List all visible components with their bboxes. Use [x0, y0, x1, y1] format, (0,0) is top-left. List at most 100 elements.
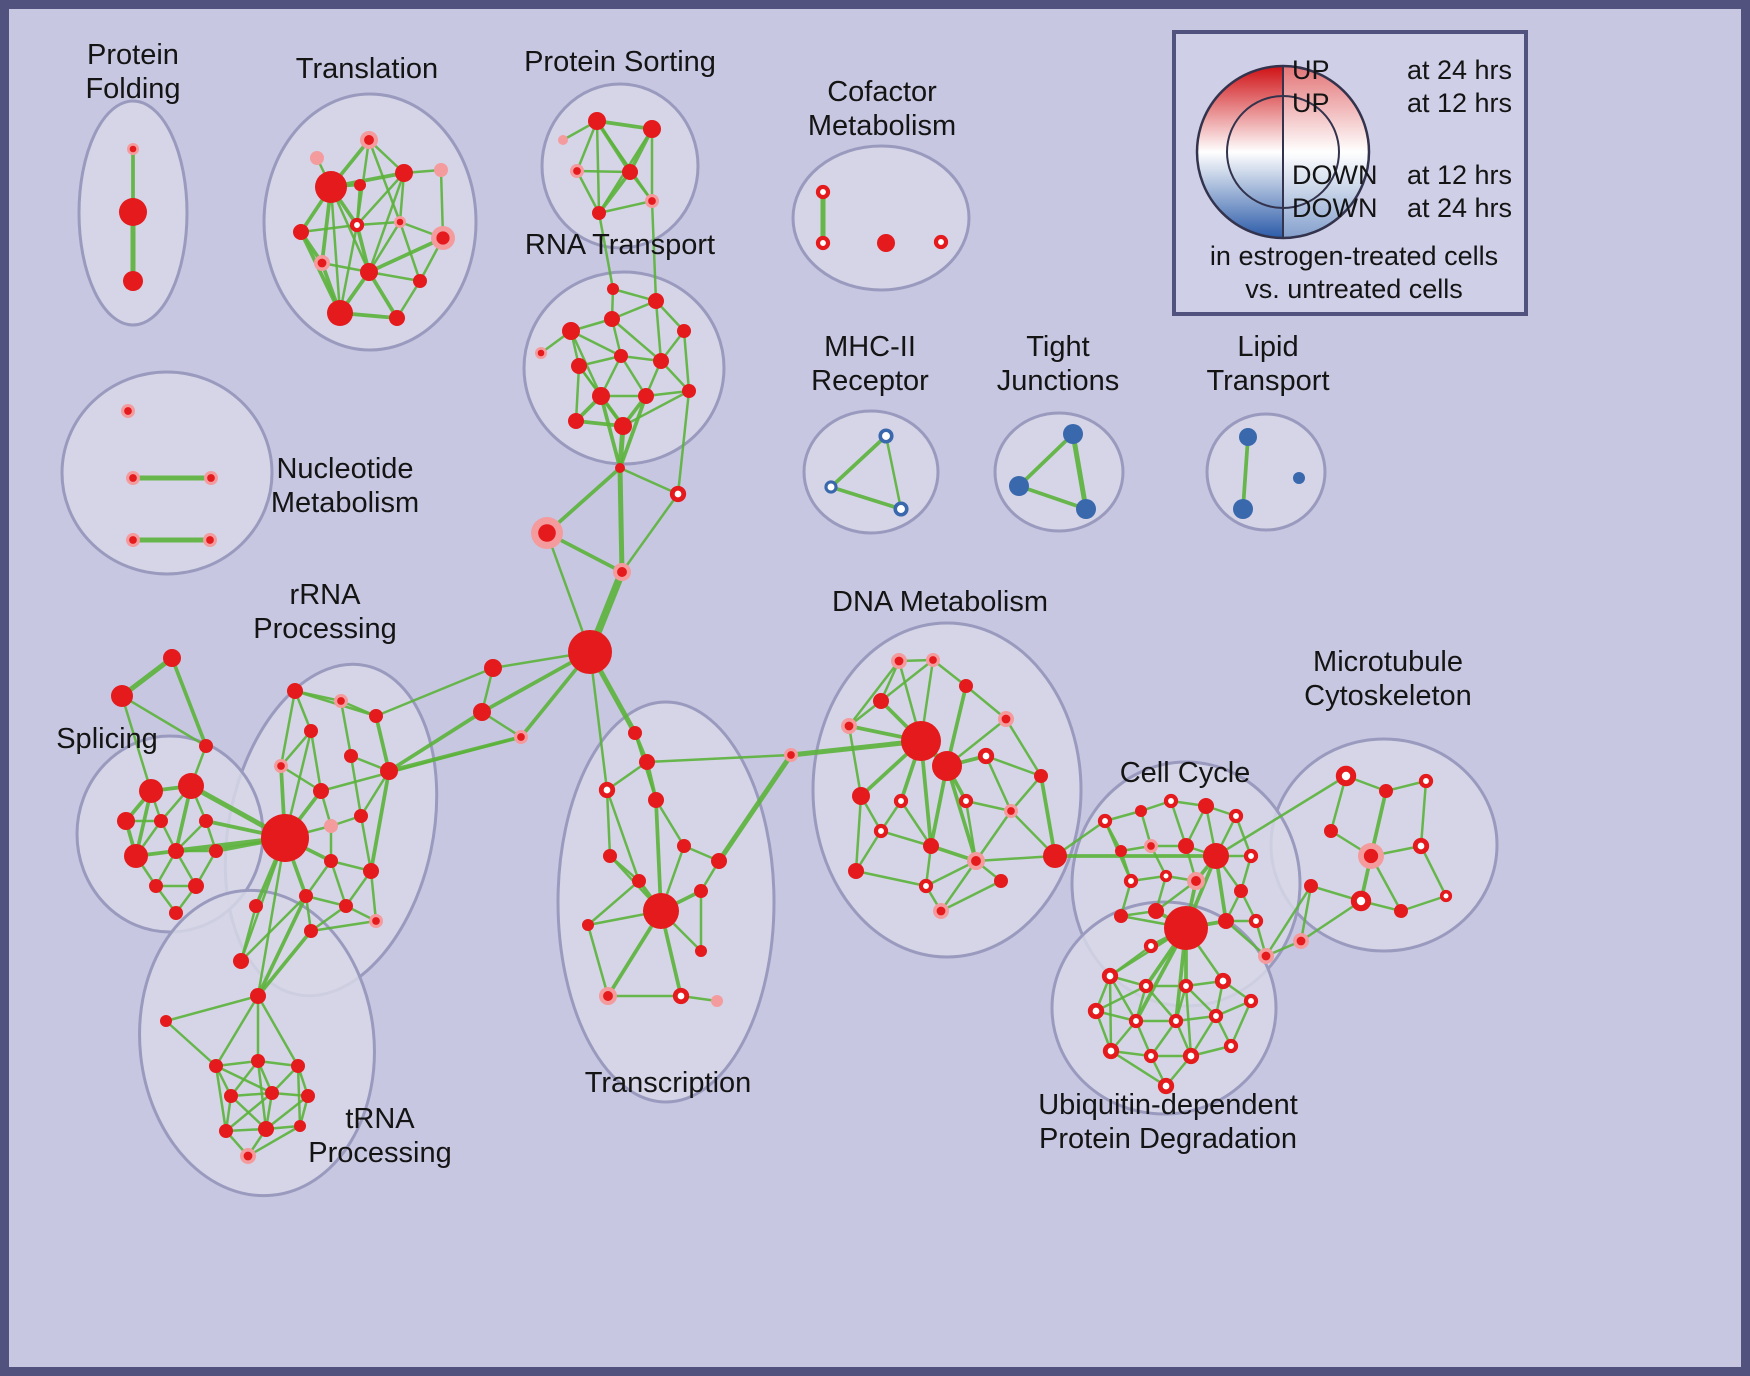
network-edge [620, 492, 680, 574]
network-node [1178, 978, 1194, 994]
network-node [1128, 1013, 1144, 1029]
network-edge [1419, 844, 1448, 898]
network-edge [369, 769, 391, 873]
network-node [1144, 839, 1158, 853]
network-node [431, 226, 455, 250]
network-node [117, 812, 135, 830]
network-node [568, 413, 584, 429]
network-node [354, 179, 366, 191]
network-node [1198, 798, 1214, 814]
network-node [169, 906, 183, 920]
network-node [1143, 1048, 1159, 1064]
network-edge [610, 317, 663, 363]
network-node [1187, 872, 1205, 890]
network-node [568, 630, 612, 674]
network-node [614, 417, 632, 435]
network-node [669, 485, 687, 503]
network-edge [214, 1064, 228, 1133]
network-edge [164, 994, 260, 1023]
network-node [413, 274, 427, 288]
network-node [154, 814, 168, 828]
network-node [562, 322, 580, 340]
network-edge [367, 138, 402, 224]
network-node [274, 759, 288, 773]
legend-down-24-time: at 24 hrs [1406, 193, 1512, 223]
network-node [1350, 890, 1372, 912]
network-node [1004, 804, 1018, 818]
network-node [301, 1089, 315, 1103]
network-edge [939, 859, 978, 913]
network-edge [829, 485, 903, 511]
network-edge [1017, 484, 1088, 511]
network-edge [586, 923, 610, 998]
network-node [363, 863, 379, 879]
network-edge [1144, 984, 1178, 1023]
network-node [918, 878, 934, 894]
network-edge [854, 794, 863, 873]
network-node [1101, 967, 1119, 985]
network-edge [1229, 999, 1253, 1048]
network-edge [618, 394, 648, 470]
network-node [293, 224, 309, 240]
network-edge [1108, 944, 1153, 978]
network-node [1218, 913, 1234, 929]
network-node [958, 793, 974, 809]
network-node [121, 404, 135, 418]
network-node [926, 653, 940, 667]
network-node [582, 919, 594, 931]
network-node [354, 809, 368, 823]
legend-down-24-label: DOWN [1292, 193, 1378, 223]
network-node [695, 945, 707, 957]
network-edge [586, 879, 641, 927]
network-edge [964, 684, 1008, 721]
network-edge [939, 879, 1003, 913]
network-node [168, 843, 184, 859]
network-edge [605, 788, 612, 858]
network-node [1304, 879, 1318, 893]
network-node [149, 879, 163, 893]
network-node [815, 184, 831, 200]
network-edge [367, 236, 445, 274]
network-node [1123, 873, 1139, 889]
network-edge [309, 729, 323, 793]
network-edge [1419, 779, 1428, 848]
network-node [1159, 869, 1173, 883]
network-edge [676, 389, 691, 496]
network-node [349, 217, 365, 233]
network-node [603, 849, 617, 863]
network-edge [349, 754, 363, 818]
network-node [784, 748, 798, 762]
network-node [1293, 933, 1309, 949]
legend-updown-glyph [1195, 64, 1371, 240]
network-node [592, 206, 606, 220]
network-edge [945, 764, 978, 863]
network-node [473, 703, 491, 721]
network-edge [597, 211, 615, 291]
network-node [434, 163, 448, 177]
network-edge [1399, 894, 1448, 913]
network-edge [229, 1059, 260, 1098]
network-node [622, 164, 638, 180]
network-node [1076, 499, 1096, 519]
network-edge [1241, 435, 1250, 511]
network-node [1239, 428, 1257, 446]
network-node [571, 358, 587, 374]
network-edge [617, 465, 625, 575]
network-node [1114, 909, 1128, 923]
network-node [287, 683, 303, 699]
network-node [126, 533, 140, 547]
network-node [558, 135, 568, 145]
cluster-ellipse-protein-sorting [540, 82, 700, 250]
network-node [535, 347, 547, 359]
network-edge [170, 656, 208, 748]
network-edge [654, 798, 686, 848]
network-edge [387, 710, 484, 773]
network-edge [1039, 774, 1057, 858]
network-node [959, 679, 973, 693]
network-edge [588, 650, 609, 792]
network-node [1087, 1002, 1105, 1020]
network-node [313, 783, 329, 799]
network-edge [256, 994, 300, 1068]
network-node [599, 987, 617, 1005]
